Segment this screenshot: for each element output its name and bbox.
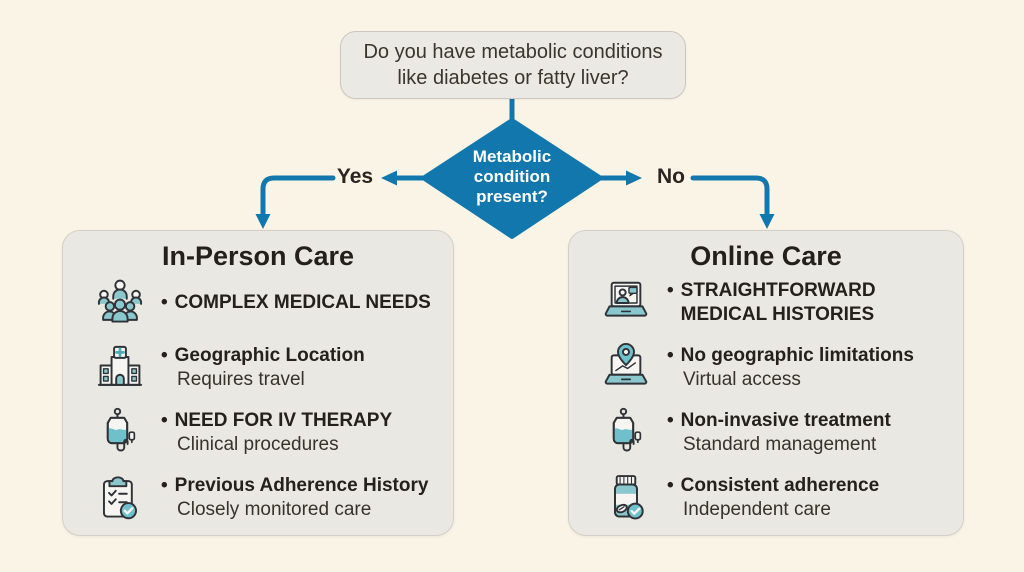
item-title: • STRAIGHTFORWARD MEDICAL HISTORIES	[667, 279, 931, 327]
online-item-straightforward: • STRAIGHTFORWARD MEDICAL HISTORIES	[599, 275, 963, 331]
in-person-item-adherence: • Previous Adherence History Closely moni…	[93, 470, 453, 526]
item-subtitle: Standard management	[683, 434, 877, 455]
online-item-adherence: • Consistent adherence Independent care	[599, 470, 963, 526]
in-person-care-card: In-Person Care	[62, 230, 454, 536]
clipboard-check-icon	[93, 471, 147, 525]
arrowhead-left-icon	[381, 170, 397, 186]
no-branch-label: No	[657, 165, 685, 188]
iv-bag-icon	[93, 406, 147, 460]
item-text: • Consistent adherence Independent care	[667, 474, 879, 522]
bullet-icon: •	[667, 410, 674, 431]
bullet-icon: •	[161, 292, 168, 313]
item-title-text: COMPLEX MEDICAL NEEDS	[174, 292, 431, 313]
item-text: • No geographic limitations Virtual acces…	[667, 344, 914, 392]
decision-line-1: Metabolic	[472, 147, 552, 166]
online-item-noninvasive: • Non-invasive treatment Standard managem…	[599, 405, 963, 461]
hospital-icon	[93, 341, 147, 395]
item-title: • No geographic limitations	[667, 344, 914, 368]
people-group-icon	[93, 276, 147, 330]
in-person-item-complex-needs: • COMPLEX MEDICAL NEEDS	[93, 275, 453, 331]
item-title-text: Previous Adherence History	[174, 475, 429, 496]
item-title: • NEED FOR IV THERAPY	[161, 409, 392, 433]
item-text: • Geographic Location Requires travel	[161, 344, 365, 392]
in-person-care-title: In-Person Care	[161, 241, 355, 271]
item-text: • Previous Adherence History Closely moni…	[161, 474, 428, 522]
question-box: Do you have metabolic conditions like di…	[340, 31, 686, 99]
connector-right-2	[690, 175, 770, 218]
bullet-icon: •	[667, 475, 674, 496]
item-title-text: Geographic Location	[174, 345, 365, 366]
item-subtitle: Clinical procedures	[177, 434, 339, 455]
decision-line-3: present?	[476, 187, 548, 206]
online-item-no-geographic: • No geographic limitations Virtual acces…	[599, 340, 963, 396]
bullet-icon: •	[667, 345, 674, 366]
decision-line-2: condition	[473, 167, 551, 186]
item-title: • Non-invasive treatment	[667, 409, 891, 433]
question-line-2: like diabetes or fatty liver?	[397, 67, 629, 89]
item-text: • NEED FOR IV THERAPY Clinical procedures	[161, 409, 392, 457]
bullet-icon: •	[161, 345, 168, 366]
iv-bag-icon	[599, 406, 653, 460]
arrowhead-right-icon	[626, 170, 642, 186]
telehealth-laptop-icon	[599, 276, 653, 330]
item-text: • Non-invasive treatment Standard managem…	[667, 409, 891, 457]
decision-label: Metabolic condition present?	[437, 147, 587, 207]
item-text: • COMPLEX MEDICAL NEEDS	[161, 291, 431, 315]
item-subtitle: Closely monitored care	[177, 499, 372, 520]
yes-branch-label: Yes	[336, 165, 374, 188]
connector-left-2	[260, 175, 336, 218]
item-title: • COMPLEX MEDICAL NEEDS	[161, 291, 431, 315]
item-title: • Previous Adherence History	[161, 474, 428, 498]
item-text: • STRAIGHTFORWARD MEDICAL HISTORIES	[667, 279, 931, 327]
item-subtitle: Requires travel	[177, 369, 305, 390]
item-title: • Geographic Location	[161, 344, 365, 368]
question-line-1: Do you have metabolic conditions	[363, 41, 663, 63]
in-person-care-items: • COMPLEX MEDICAL NEEDS	[63, 275, 453, 526]
item-subtitle: Independent care	[683, 499, 831, 520]
item-title-text: No geographic limitations	[680, 345, 914, 366]
item-title-text: NEED FOR IV THERAPY	[174, 410, 393, 431]
in-person-item-geographic: • Geographic Location Requires travel	[93, 340, 453, 396]
arrowhead-down-left-icon	[255, 214, 271, 229]
bullet-icon: •	[161, 410, 168, 431]
laptop-location-icon	[599, 341, 653, 395]
item-title: • Consistent adherence	[667, 474, 879, 498]
item-title-text: STRAIGHTFORWARD MEDICAL HISTORIES	[680, 280, 876, 325]
item-title-text: Consistent adherence	[680, 475, 880, 496]
pill-bottle-check-icon	[599, 471, 653, 525]
item-subtitle: Virtual access	[683, 369, 801, 390]
in-person-item-iv-therapy: • NEED FOR IV THERAPY Clinical procedures	[93, 405, 453, 461]
bullet-icon: •	[161, 475, 168, 496]
online-care-items: • STRAIGHTFORWARD MEDICAL HISTORIES	[569, 275, 963, 526]
online-care-title: Online Care	[690, 241, 842, 271]
arrowhead-down-right-icon	[759, 214, 775, 229]
item-title-text: Non-invasive treatment	[680, 410, 891, 431]
online-care-card: Online Care	[568, 230, 964, 536]
bullet-icon: •	[667, 280, 674, 301]
